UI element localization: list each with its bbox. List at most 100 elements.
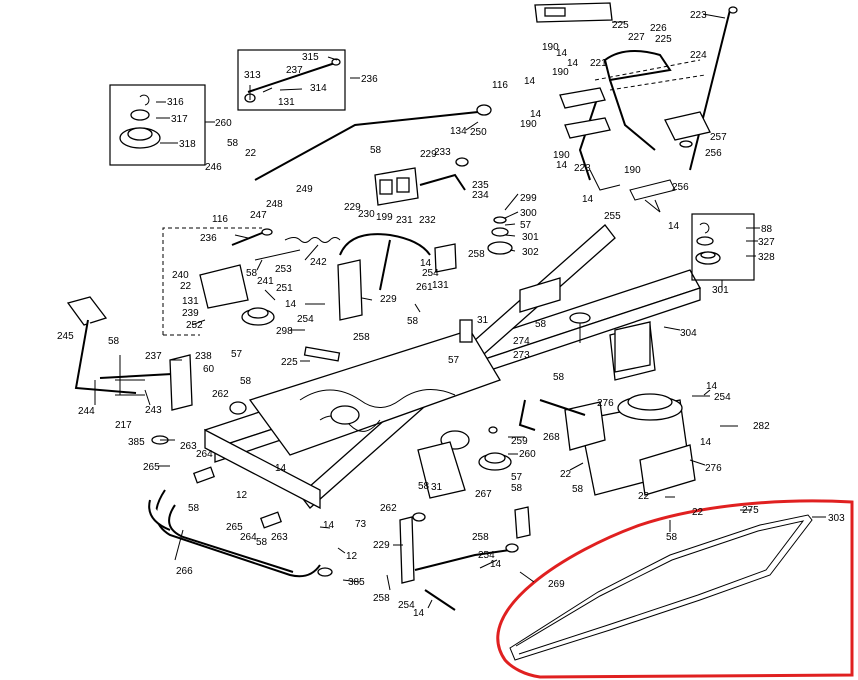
- label-199: 199: [376, 212, 393, 223]
- label-58: 58: [418, 481, 430, 492]
- tie-rod-kit-box: [237, 49, 346, 111]
- label-14: 14: [567, 58, 579, 69]
- label-58: 58: [227, 138, 239, 149]
- label-314: 314: [310, 83, 327, 94]
- label-249: 249: [296, 184, 313, 195]
- label-190: 190: [542, 42, 559, 53]
- label-190: 190: [624, 165, 641, 176]
- label-260: 260: [519, 449, 536, 460]
- label-131: 131: [182, 296, 199, 307]
- label-225: 225: [612, 20, 629, 31]
- label-14: 14: [582, 194, 594, 205]
- drive-belt: [509, 514, 813, 661]
- label-58: 58: [666, 532, 678, 543]
- label-22: 22: [180, 281, 192, 292]
- label-58: 58: [256, 537, 268, 548]
- label-385: 385: [348, 577, 365, 588]
- label-14: 14: [323, 520, 335, 531]
- label-134: 134: [450, 126, 467, 137]
- steering-assembly: [534, 2, 738, 201]
- label-236: 236: [200, 233, 217, 244]
- label-254: 254: [398, 600, 415, 611]
- label-57: 57: [520, 220, 532, 231]
- label-264: 264: [240, 532, 257, 543]
- label-234: 234: [472, 190, 489, 201]
- label-225: 225: [281, 357, 298, 368]
- label-229: 229: [380, 294, 397, 305]
- front-bumper: [148, 435, 333, 578]
- belt-highlight-outline: [496, 499, 854, 679]
- label-225: 225: [655, 34, 672, 45]
- label-258: 258: [468, 249, 485, 260]
- label-226: 226: [650, 23, 667, 34]
- label-318: 318: [179, 139, 196, 150]
- bearing-kit-parts: [119, 94, 161, 149]
- label-14: 14: [706, 381, 718, 392]
- label-22: 22: [560, 469, 572, 480]
- label-239: 239: [182, 308, 199, 319]
- label-276: 276: [597, 398, 614, 409]
- label-60: 60: [203, 364, 215, 375]
- label-190: 190: [520, 119, 537, 130]
- label-262: 262: [380, 503, 397, 514]
- label-258: 258: [353, 332, 370, 343]
- label-31: 31: [477, 315, 489, 326]
- label-261: 261: [416, 282, 433, 293]
- label-231: 231: [396, 215, 413, 226]
- parking-brake-assembly: [162, 227, 341, 336]
- part-labels: 223 225 226 225 227 224 221 190 14 14 19…: [57, 10, 845, 619]
- label-232: 232: [419, 215, 436, 226]
- linkage-rod: [254, 104, 492, 181]
- label-229: 229: [373, 540, 390, 551]
- label-14: 14: [556, 48, 568, 59]
- label-14: 14: [413, 608, 425, 619]
- label-316: 316: [167, 97, 184, 108]
- label-263: 263: [271, 532, 288, 543]
- label-12: 12: [346, 551, 358, 562]
- label-237: 237: [286, 65, 303, 76]
- label-327: 327: [758, 237, 775, 248]
- label-328: 328: [758, 252, 775, 263]
- label-268: 268: [543, 432, 560, 443]
- label-262: 262: [212, 389, 229, 400]
- label-301: 301: [712, 285, 729, 296]
- label-299: 299: [520, 193, 537, 204]
- label-256: 256: [672, 182, 689, 193]
- label-265: 265: [143, 462, 160, 473]
- label-253: 253: [275, 264, 292, 275]
- label-73: 73: [355, 519, 367, 530]
- label-300: 300: [520, 208, 537, 219]
- label-304: 304: [680, 328, 697, 339]
- label-58: 58: [240, 376, 252, 387]
- label-246: 246: [205, 162, 222, 173]
- label-14: 14: [285, 299, 297, 310]
- label-301: 301: [522, 232, 539, 243]
- label-251: 251: [276, 283, 293, 294]
- label-259: 259: [511, 436, 528, 447]
- label-22: 22: [245, 148, 257, 159]
- label-21: 31: [431, 482, 443, 493]
- label-254: 254: [297, 314, 314, 325]
- label-14: 14: [530, 109, 542, 120]
- label-14: 14: [556, 160, 568, 171]
- label-265: 265: [226, 522, 243, 533]
- label-254: 254: [714, 392, 731, 403]
- small-parts: [229, 243, 536, 611]
- label-58: 58: [188, 503, 200, 514]
- label-298: 298: [276, 326, 293, 337]
- label-58: 58: [246, 268, 258, 279]
- label-14: 14: [420, 258, 432, 269]
- bearing-kit-box: [109, 84, 206, 166]
- label-235: 235: [472, 180, 489, 191]
- label-254: 254: [422, 268, 439, 279]
- tie-rod-kit-parts: [244, 58, 341, 103]
- label-217: 217: [115, 420, 132, 431]
- label-275: 275: [742, 505, 759, 516]
- label-273: 273: [513, 350, 530, 361]
- label-224: 224: [690, 50, 707, 61]
- label-22: 22: [638, 491, 650, 502]
- label-317: 317: [171, 114, 188, 125]
- label-223: 223: [574, 163, 591, 174]
- pulley-kit-box: [691, 213, 755, 281]
- label-58: 58: [108, 336, 120, 347]
